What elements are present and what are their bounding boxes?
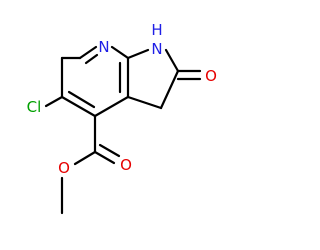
atom-pyrrole-hydrogen: H	[151, 21, 162, 39]
atom-ester-carbonyl-oxygen: O	[120, 156, 132, 174]
atom-labels: N H N O Cl O O	[27, 21, 217, 177]
bond-c6-n7-double-outer	[78, 45, 98, 60]
bond-c6-n7-double-inner	[84, 53, 99, 65]
bond-n7-c7a	[110, 45, 130, 60]
atom-ketone-oxygen: O	[205, 67, 217, 85]
bond-ester-c-o-single	[73, 150, 97, 166]
atom-chlorine: Cl	[27, 98, 42, 116]
bond-c2-c3	[159, 69, 180, 110]
bond-c7a-n1	[126, 48, 150, 60]
atom-pyridine-nitrogen: N	[98, 38, 109, 56]
bond-n1-c2	[164, 48, 180, 73]
bond-c3-c3a	[126, 95, 163, 110]
bonds	[44, 45, 202, 215]
molecule-structure: N H N O Cl O O	[27, 21, 217, 215]
bond-ester-c-o-double-a	[93, 150, 116, 165]
bond-c4-c5-inner	[67, 90, 96, 109]
bond-ester-c-o-double-b	[98, 143, 121, 158]
bond-c3a-c4	[93, 95, 130, 118]
atom-ester-ether-oxygen: O	[58, 159, 70, 177]
bond-c4-c5	[60, 95, 97, 118]
bond-c5-cl	[44, 95, 64, 108]
atom-pyrrole-nitrogen: N	[151, 40, 162, 58]
